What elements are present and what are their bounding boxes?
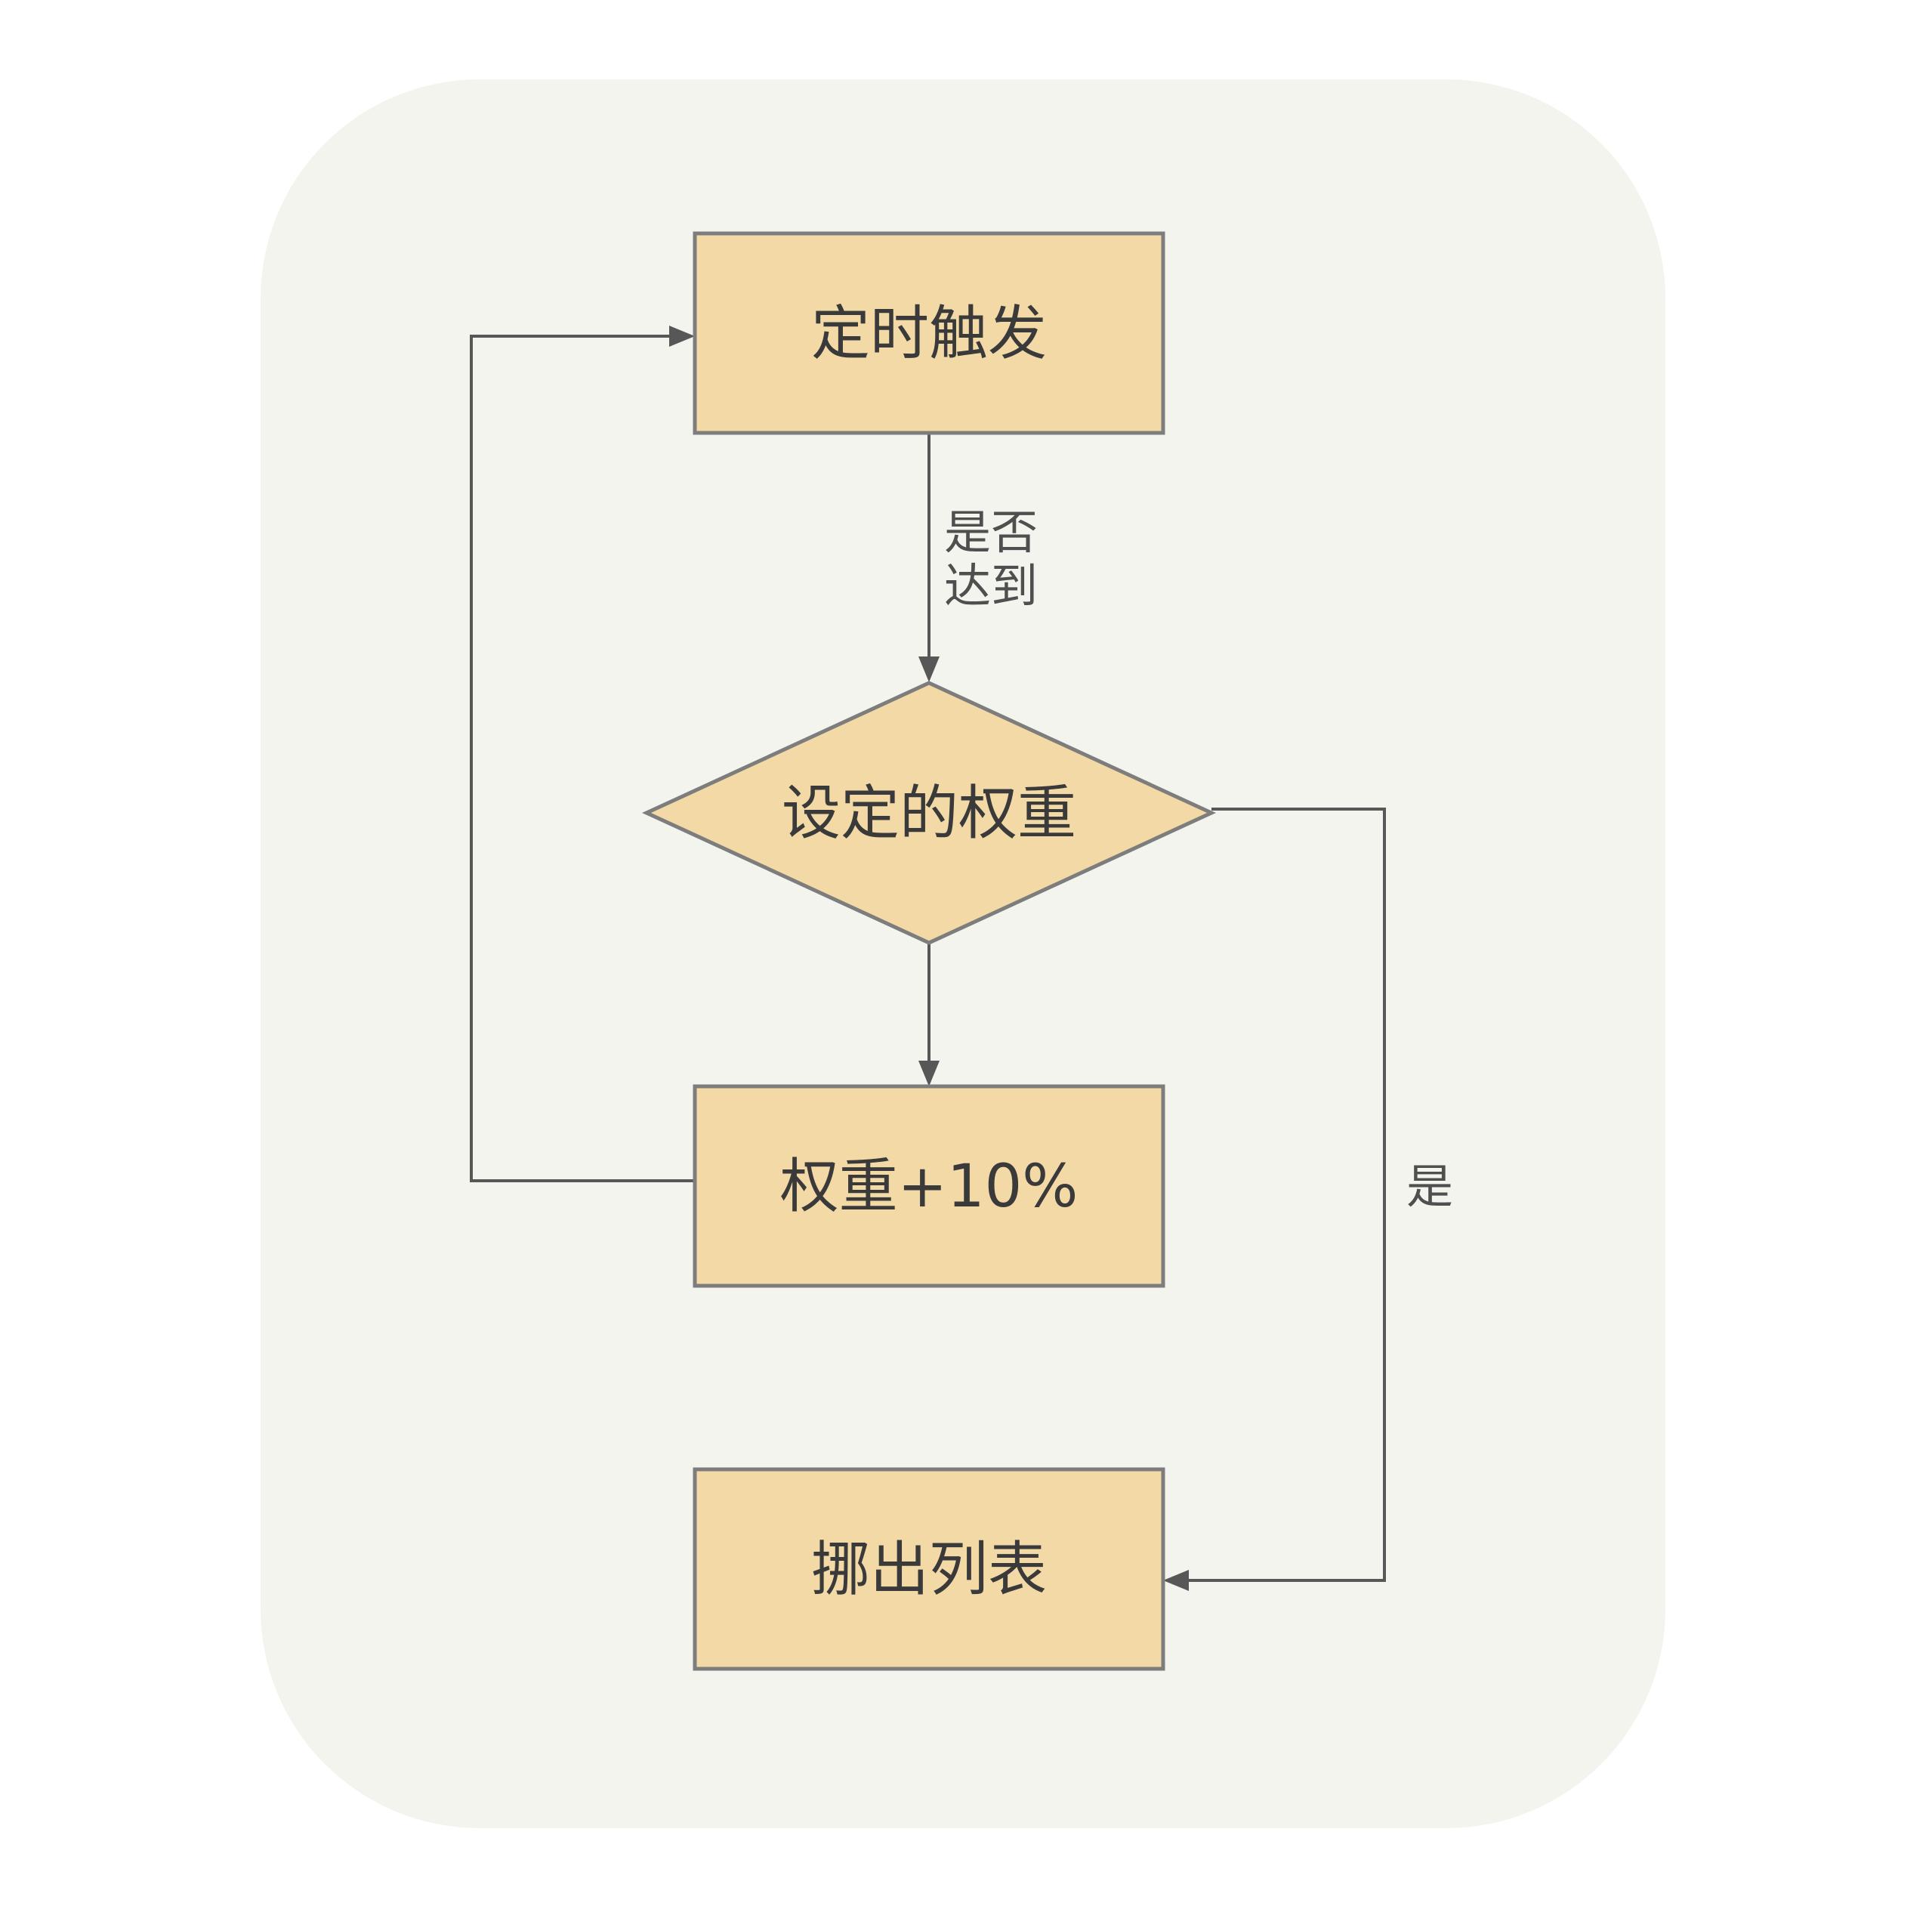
node-shape-weight-increase: [693, 1084, 1165, 1288]
arrowhead-down-icon: [918, 1061, 940, 1086]
panel-background: [261, 79, 1665, 1828]
edge-label-condition-line2: 达到: [944, 558, 1038, 613]
node-label-timer-trigger: 定时触发: [811, 300, 1047, 368]
edge-line-decision-to-remove: [1189, 808, 1386, 1582]
node-shape-remove-from-list: [693, 1467, 1165, 1671]
node-label-weight-decision: 设定的权重: [782, 780, 1076, 848]
node-timer-trigger: 定时触发: [693, 231, 1165, 435]
arrowhead-down-icon: [918, 656, 940, 682]
node-shape-weight-decision: [642, 681, 1216, 945]
node-shape-timer-trigger: [693, 231, 1165, 435]
edge-increase-to-timer: [470, 326, 695, 1182]
node-weight-increase: 权重+10%: [693, 1084, 1165, 1288]
edge-label-condition-line1: 是否: [944, 505, 1038, 560]
edge-decision-to-remove: 是: [1163, 808, 1453, 1591]
edge-line-increase-to-timer: [470, 335, 695, 1182]
edge-timer-to-decision: 是否 达到: [918, 433, 1038, 682]
node-label-weight-increase: 权重+10%: [780, 1153, 1079, 1221]
node-remove-from-list: 挪出列表: [693, 1467, 1165, 1671]
edge-label-yes: 是: [1406, 1159, 1453, 1214]
node-weight-decision: 设定的权重: [642, 681, 1216, 945]
node-label-remove-from-list: 挪出列表: [811, 1536, 1047, 1604]
edge-decision-to-increase: [918, 944, 940, 1086]
arrowhead-left-icon: [1163, 1570, 1189, 1591]
arrowhead-right-icon: [669, 326, 695, 347]
